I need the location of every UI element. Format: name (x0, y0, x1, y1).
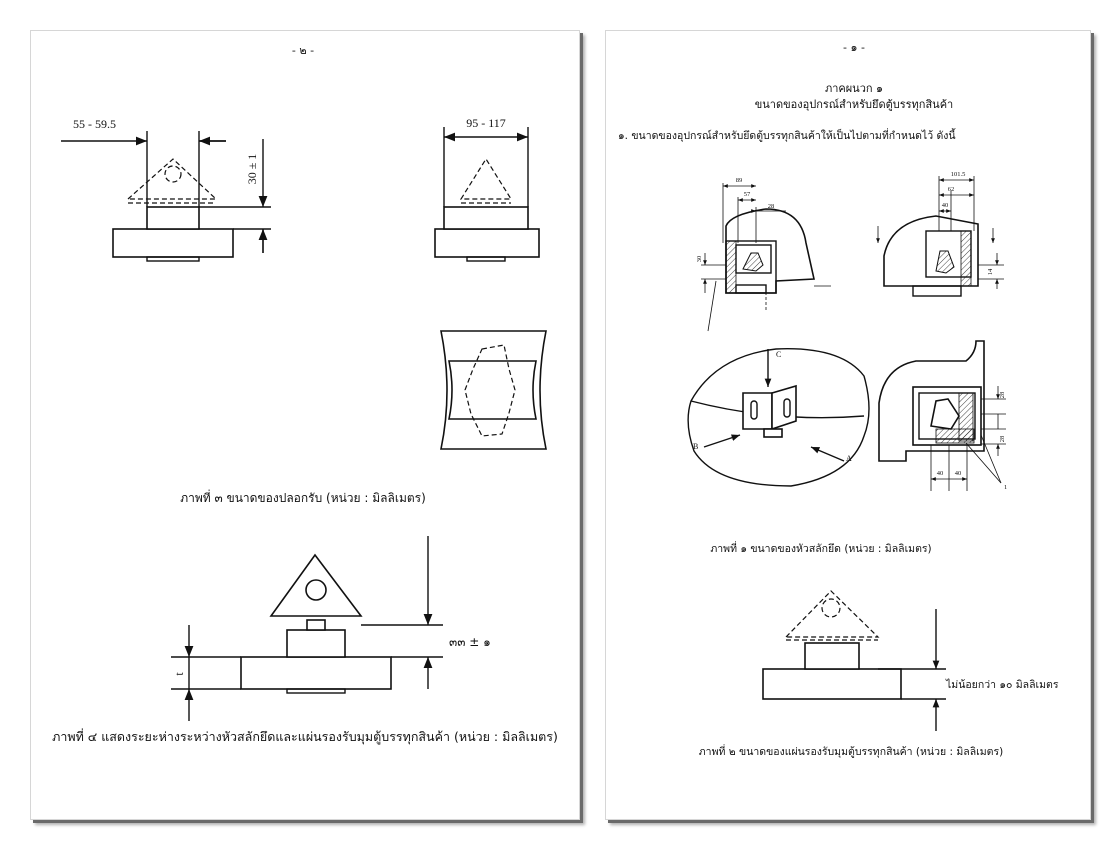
fig2-caption: ภาพที่ ๒ ขนาดของแผ่นรองรับมุมตู้บรรทุกสิ… (699, 744, 1003, 758)
fig4-caption: ภาพที่ ๔ แสดงระยะห่างระหว่างหัวสลักยึดแล… (52, 728, 558, 745)
fig3-plan-view (440, 330, 547, 450)
fig1-dim-40: 40 (942, 202, 949, 209)
fig1-label-1: 1 (1004, 484, 1007, 491)
fig1-dim-14: 14 (987, 268, 994, 275)
fig1-view-iso (687, 348, 870, 487)
fig1-dim-89: 89 (736, 177, 743, 184)
fig2-dim-label: ไม่น้อยกว่า ๑๐ มิลลิเมตร (945, 678, 1059, 691)
appendix-title: ภาคผนวก ๑ (825, 82, 883, 95)
fig3-caption: ภาพที่ ๓ ขนาดของปลอกรับ (หน่วย : มิลลิเม… (180, 489, 426, 505)
appendix-subtitle: ขนาดของอุปกรณ์สำหรับยึดตู้บรรทุกสินค้า (755, 98, 953, 111)
fig4-dim-t: t (172, 672, 186, 676)
fig1-dim-101-5: 101.5 (951, 171, 966, 178)
fig1-view-top-left (701, 183, 831, 332)
fig3-dim-width-a: 55 - 59.5 (73, 117, 116, 131)
section-text: ๑. ขนาดของอุปกรณ์สำหรับยึดตู้บรรทุกสินค้… (618, 128, 956, 142)
fig1-dim-57: 57 (744, 191, 751, 198)
page-2-drawings: - ๒ - 55 - 59.5 30 ± 1 (52, 44, 558, 745)
fig1-dim-62: 62 (948, 186, 955, 193)
document-page-2: - ๒ - 55 - 59.5 30 ± 1 (30, 30, 580, 820)
page-1-drawings: - ๑ - ภาคผนวก ๑ ขนาดของอุปกรณ์สำหรับยึดต… (618, 41, 1059, 758)
fig1-dim-40-a: 40 (937, 470, 944, 477)
fig1-dim-30: 30 (696, 256, 703, 263)
fig3-dim-height: 30 ± 1 (245, 154, 259, 185)
fig4-dim-height: ๓๓ ± ๑ (449, 635, 491, 649)
fig1-dim-40-b: 40 (955, 470, 962, 477)
page-number: - ๑ - (843, 41, 865, 54)
fig1-view-top-right (876, 176, 1004, 297)
fig1-view-bottom-right (878, 340, 1006, 491)
document-page-1: - ๑ - ภาคผนวก ๑ ขนาดของอุปกรณ์สำหรับยึดต… (605, 30, 1091, 820)
fig1-label-b: B (693, 442, 698, 451)
fig1-caption: ภาพที่ ๑ ขนาดของหัวสลักยึด (หน่วย : มิลล… (710, 541, 931, 555)
fig1-dim-28: 28 (768, 203, 775, 210)
fig3-elevation-right (434, 127, 540, 262)
fig4-drawing (171, 536, 443, 721)
fig3-dim-width-b: 95 - 117 (466, 116, 506, 130)
page-number: - ๒ - (292, 44, 314, 57)
fig2-drawing (762, 590, 946, 731)
fig1-dim-28-a: 28 (999, 392, 1006, 399)
fig1-label-c: C (776, 350, 781, 359)
fig1-label-a: A (846, 454, 852, 463)
fig1-dim-28-b: 28 (999, 436, 1006, 443)
fig3-elevation-left (61, 131, 271, 262)
